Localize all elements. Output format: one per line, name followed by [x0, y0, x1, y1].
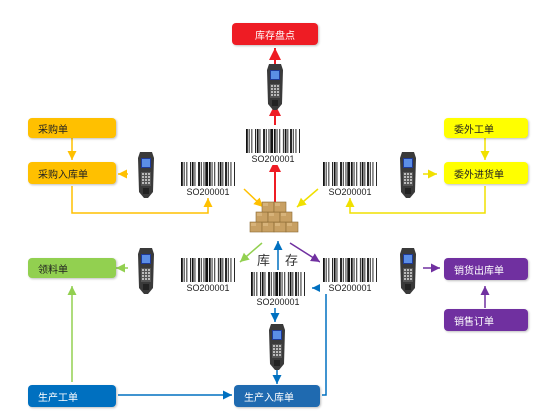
barcode-text: SO200001 — [251, 154, 294, 164]
connector-center-to-barcode-green — [239, 242, 263, 263]
outsource-receipt-box[interactable]: 委外进货单 — [444, 162, 528, 184]
barcode-production: SO200001 — [248, 270, 308, 308]
scanner-production-icon — [269, 324, 285, 370]
sales-delivery-box[interactable]: 销货出库单 — [444, 258, 528, 280]
barcode-purchase: SO200001 — [178, 160, 238, 198]
connector-barcode-to-center-orange — [243, 188, 264, 208]
barcode-text: SO200001 — [186, 187, 229, 197]
connector-barcode-to-center-yellow — [296, 188, 319, 208]
scanner-outsource-icon — [400, 152, 416, 198]
connector-receipt-to-barcode — [71, 186, 213, 214]
barcode-outsource: SO200001 — [320, 160, 380, 198]
production-order-box[interactable]: 生产工单 — [28, 385, 116, 407]
material-requisition-box[interactable]: 领料单 — [28, 258, 116, 278]
inventory-boxes-icon — [249, 201, 299, 233]
connector-production-receipt-to-barcode — [312, 283, 327, 396]
barcode-sales: SO200001 — [320, 256, 380, 294]
barcode-top: SO200001 — [243, 127, 303, 165]
barcode-text: SO200001 — [186, 283, 229, 293]
purchase-order-box[interactable]: 采购单 — [28, 118, 116, 138]
center-label-char1: 库 — [257, 254, 271, 269]
connector-center-to-barcode-purple — [289, 242, 321, 263]
barcode-text: SO200001 — [328, 283, 371, 293]
sales-order-box[interactable]: 销售订单 — [444, 309, 528, 331]
scanner-group — [138, 64, 416, 370]
scanner-requisition-icon — [138, 248, 154, 294]
barcode-text: SO200001 — [256, 297, 299, 307]
purchase-receipt-box[interactable]: 采购入库单 — [28, 162, 116, 184]
scanner-purchase-icon — [138, 152, 154, 198]
barcode-text: SO200001 — [328, 187, 371, 197]
production-receipt-box[interactable]: 生产入库单 — [234, 385, 320, 407]
scanner-sales-icon — [400, 248, 416, 294]
stocktake-box[interactable]: 库存盘点 — [232, 23, 318, 45]
scanner-top-icon — [267, 64, 283, 110]
center-label-char2: 存 — [285, 254, 299, 269]
connector-outsource-receipt-to-barcode — [345, 186, 486, 214]
outsource-order-box[interactable]: 委外工单 — [444, 118, 528, 138]
barcode-requisition: SO200001 — [178, 256, 238, 294]
